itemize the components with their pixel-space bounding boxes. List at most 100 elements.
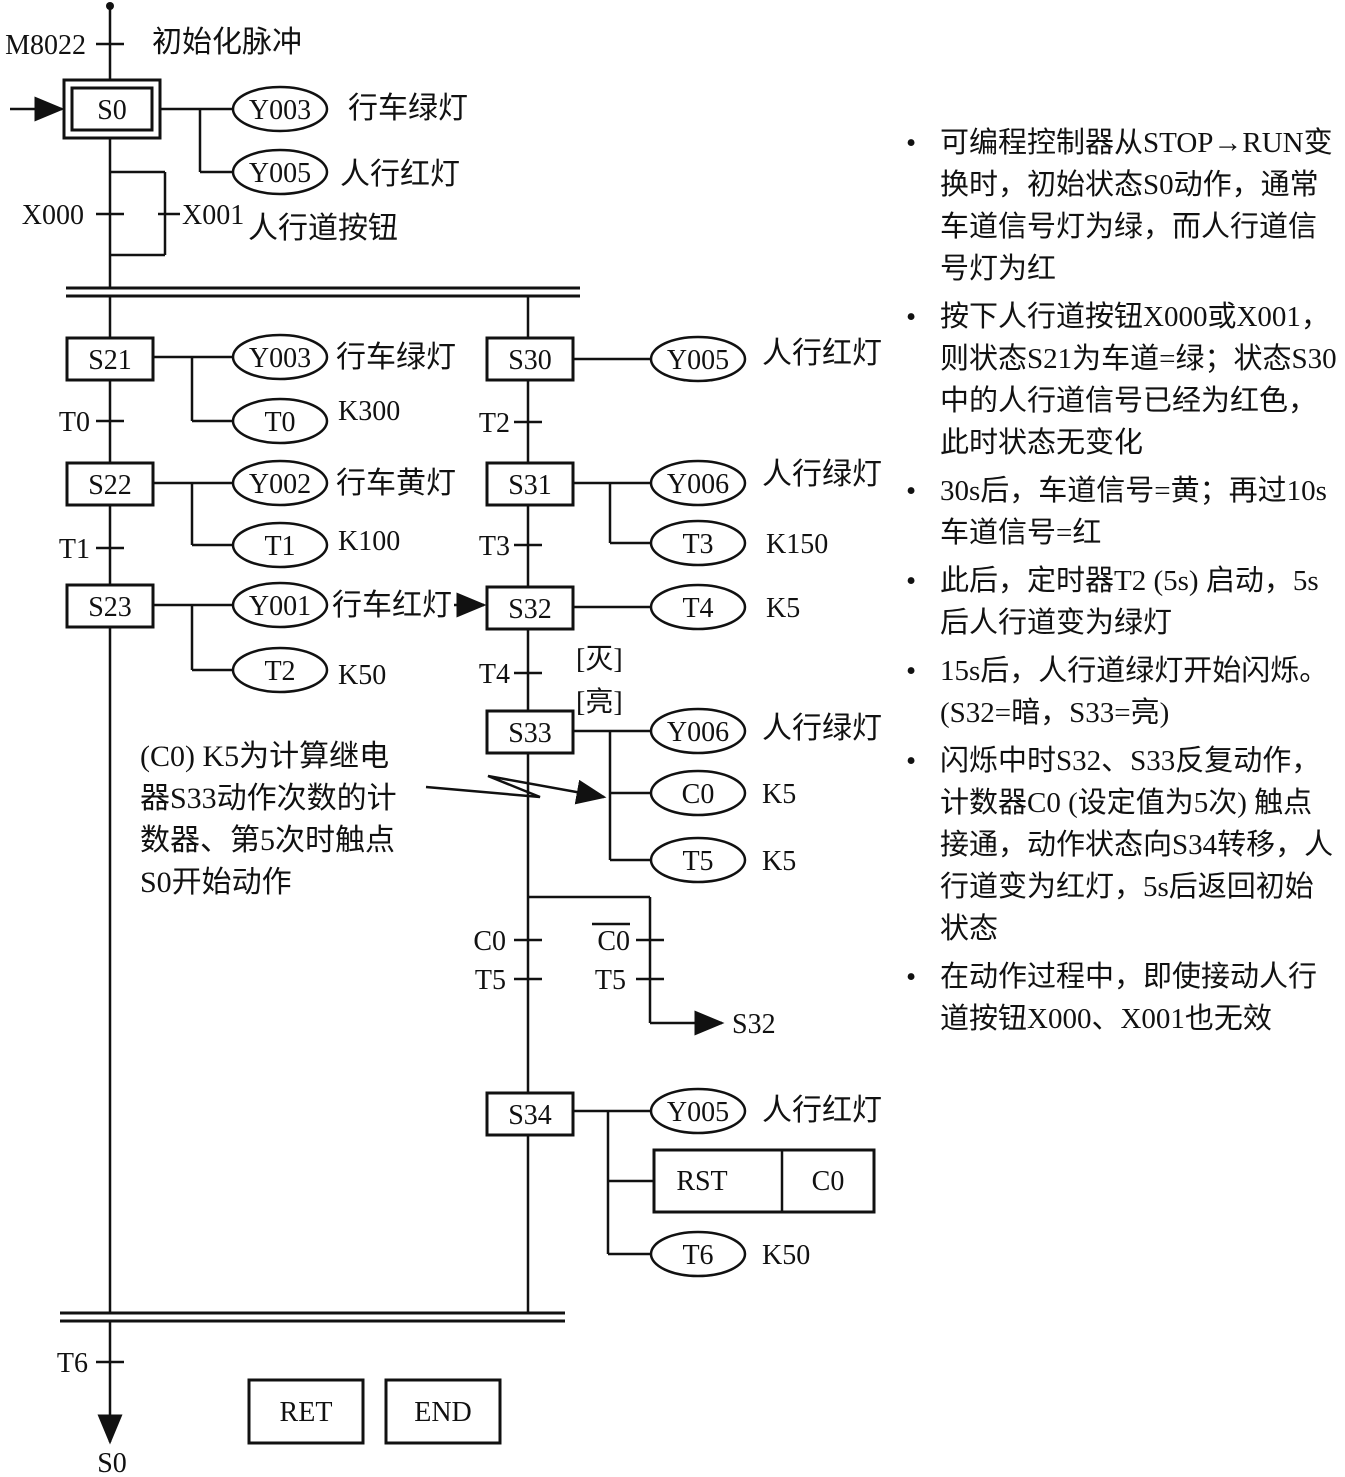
timer-t3-k: K150 [766, 529, 828, 560]
annotation-line-4: S0开始动作 [140, 866, 292, 899]
rst-label: RST [676, 1166, 727, 1197]
step-s32 [485, 585, 575, 631]
step-s34-label: S34 [508, 1100, 552, 1131]
note-item: 在动作过程中，即使接动人行道按钮X000、X001也无效 [900, 956, 1340, 1040]
timer-t3-coil-label: T3 [682, 529, 713, 560]
step-s32-label: S32 [508, 594, 552, 625]
coil-y002-s22-desc: 行车黄灯 [336, 467, 456, 500]
timer-t2-coil-label: T2 [264, 656, 295, 687]
timer-t1-coil-label: T1 [264, 531, 295, 562]
coil-y005-s30-desc: 人行红灯 [762, 337, 882, 370]
init-pulse-label: 初始化脉冲 [152, 26, 302, 59]
end-label: END [414, 1397, 472, 1428]
timer-t4-coil [649, 583, 747, 631]
coil-y005-s30-label: Y005 [667, 345, 729, 376]
timer-t0-coil [231, 397, 329, 445]
timer-t1-coil [231, 521, 329, 569]
coil-y001-s23-label: Y001 [249, 591, 311, 622]
t6-label: T6 [57, 1348, 88, 1379]
t3-label: T3 [479, 531, 510, 562]
step-s23-label: S23 [88, 592, 132, 623]
annotation-line-3: 数器、第5次时触点 [140, 824, 395, 857]
bottom-s0-label: S0 [97, 1448, 127, 1477]
step-s30-label: S30 [508, 345, 552, 376]
t1-label: T1 [59, 534, 90, 565]
timer-t6-coil [649, 1230, 747, 1278]
coil-y006-s33 [649, 707, 747, 755]
annotation-line-1: (C0) K5为计算继电 [140, 740, 389, 773]
timer-t6-coil-label: T6 [682, 1240, 713, 1271]
step-s22-label: S22 [88, 470, 132, 501]
end-box [384, 1378, 502, 1445]
step-s0-inner [70, 86, 154, 132]
note-item: 此后，定时器T2 (5s) 启动，5s后人行道变为绿灯 [900, 560, 1340, 644]
t4-label: T4 [479, 659, 510, 690]
timer-t4-k: K5 [766, 593, 800, 624]
ret-box [247, 1378, 365, 1445]
timer-t2-coil [231, 646, 329, 694]
step-s33-label: S33 [508, 718, 552, 749]
coil-y006-s31 [649, 459, 747, 507]
timer-t6-k: K50 [762, 1240, 810, 1271]
coil-y002-s22 [231, 459, 329, 507]
ret-label: RET [280, 1397, 333, 1428]
t5b-label: T5 [595, 965, 626, 996]
note-item: 闪烁中时S32、S33反复动作，计数器C0 (设定值为5次) 触点接通，动作状态… [900, 740, 1340, 950]
c0-bar-label: C0 [597, 926, 630, 957]
note-item: 按下人行道按钮X000或X001，则状态S21为车道=绿；状态S30中的人行道信… [900, 296, 1340, 464]
jump-s32-label: S32 [732, 1009, 776, 1040]
step-s21-label: S21 [88, 345, 132, 376]
timer-t5-coil-label: T5 [682, 846, 713, 877]
rst-target-label: C0 [812, 1166, 845, 1197]
t0-label: T0 [59, 407, 90, 438]
step-s31 [485, 461, 575, 507]
coil-y005-s34-desc: 人行红灯 [762, 1094, 882, 1127]
note-item: 15s后，人行道绿灯开始闪烁。(S32=暗，S33=亮) [900, 650, 1340, 734]
coil-y005-s30 [649, 335, 747, 383]
timer-t5-k: K5 [762, 846, 796, 877]
coil-y003-s0-desc: 行车绿灯 [348, 92, 468, 125]
timer-t5-coil [649, 836, 747, 884]
annotation-line-2: 器S33动作次数的计 [140, 782, 397, 815]
coil-y006-s31-desc: 人行绿灯 [762, 458, 882, 491]
coil-y005-s34 [649, 1087, 747, 1135]
coil-y005-s0 [231, 148, 329, 196]
t5-branch-label: T5 [475, 965, 506, 996]
counter-c0-coil-label: C0 [682, 779, 715, 810]
t2-label: T2 [479, 408, 510, 439]
coil-y001-s23 [231, 581, 329, 629]
counter-c0-coil [649, 769, 747, 817]
note-item: 可编程控制器从STOP→RUN变换时，初始状态S0动作，通常车道信号灯为绿，而人… [900, 122, 1340, 290]
coil-y001-s23-desc: 行车红灯 [332, 589, 452, 622]
rst-box [652, 1148, 876, 1214]
coil-y005-s34-label: Y005 [667, 1097, 729, 1128]
coil-y005-s0-desc: 人行红灯 [340, 158, 460, 191]
x001-label: X001 [182, 200, 244, 231]
coil-y003-s21-label: Y003 [249, 343, 311, 374]
m8022-label: M8022 [5, 30, 86, 61]
coil-y003-s21-desc: 行车绿灯 [336, 341, 456, 374]
x000-label: X000 [22, 200, 84, 231]
notes-list: 可编程控制器从STOP→RUN变换时，初始状态S0动作，通常车道信号灯为绿，而人… [900, 122, 1340, 1046]
timer-t2-k: K50 [338, 660, 386, 691]
coil-y006-s33-label: Y006 [667, 717, 729, 748]
c0-branch-label: C0 [473, 926, 506, 957]
step-s0-label: S0 [97, 95, 127, 126]
timer-t3-coil [649, 519, 747, 567]
coil-y002-s22-label: Y002 [249, 469, 311, 500]
bracket-on: [亮] [576, 686, 623, 718]
coil-y003-s0-label: Y003 [249, 95, 311, 126]
coil-y003-s0 [231, 85, 329, 133]
step-s31-label: S31 [508, 470, 552, 501]
step-s34 [485, 1091, 575, 1137]
counter-c0-k: K5 [762, 779, 796, 810]
bracket-off: [灭] [576, 644, 623, 675]
ped-button-label: 人行道按钮 [248, 212, 398, 245]
coil-y006-s31-label: Y006 [667, 469, 729, 500]
coil-y005-s0-label: Y005 [249, 158, 311, 189]
note-item: 30s后，车道信号=黄；再过10s 车道信号=红 [900, 470, 1340, 554]
step-s30 [485, 336, 575, 382]
timer-t1-k: K100 [338, 526, 400, 557]
coil-y006-s33-desc: 人行绿灯 [762, 712, 882, 745]
